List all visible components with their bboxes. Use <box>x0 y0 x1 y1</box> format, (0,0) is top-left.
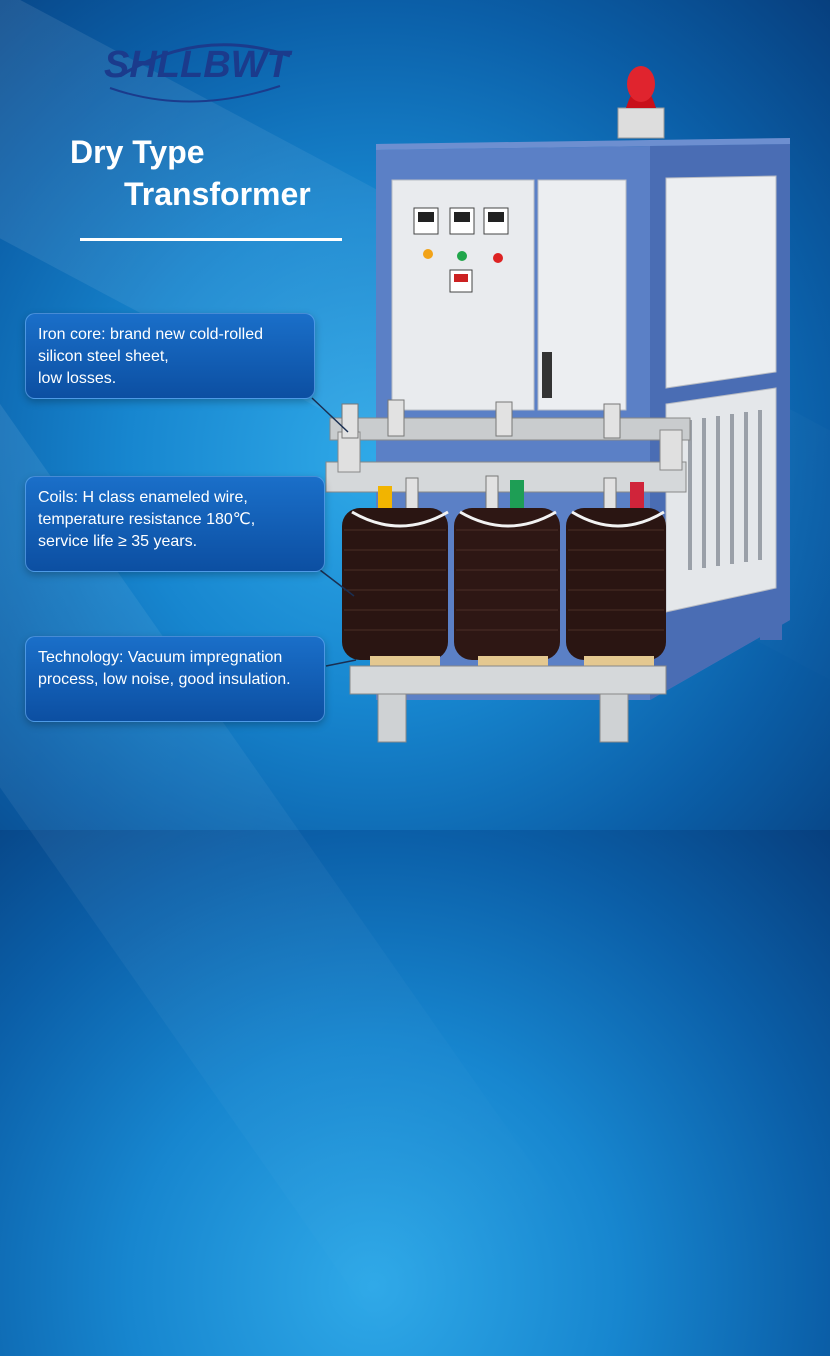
headline-line-2: Transformer <box>124 176 311 212</box>
leader-lines <box>311 397 357 667</box>
feature-callout-coils: Coils: H class enameled wire, temperatur… <box>25 476 325 572</box>
meter-icons <box>413 207 509 293</box>
feature-text-line: Iron core: brand new cold-rolled <box>38 326 264 343</box>
coil <box>342 508 666 660</box>
feature-text-line: Technology: Vacuum impregnation <box>38 649 283 666</box>
feature-text-line: silicon steel sheet, <box>38 348 169 365</box>
feature-callout-technology: Technology: Vacuum impregnation process,… <box>25 636 325 722</box>
feature-callout-iron-core: Iron core: brand new cold-rolled silicon… <box>25 313 315 399</box>
feature-text-line: temperature resistance 180℃, <box>38 511 256 528</box>
feature-text-line: Coils: H class enameled wire, <box>38 489 248 506</box>
warning-light-icon <box>617 66 665 139</box>
logo-text: SHLLBWT <box>104 44 290 86</box>
logo-swoosh-icon <box>109 43 291 103</box>
headline-line-1: Dry Type <box>70 134 205 170</box>
feature-text-line: process, low noise, good insulation. <box>38 671 291 688</box>
feature-text-line: low losses. <box>38 370 117 387</box>
transformer-illustration <box>311 66 790 743</box>
transformer-unit <box>325 399 691 743</box>
headline-underline <box>80 238 342 241</box>
feature-text-line: service life ≥ 35 years. <box>38 533 198 550</box>
brand-logo: SHLLBWT <box>100 36 300 106</box>
